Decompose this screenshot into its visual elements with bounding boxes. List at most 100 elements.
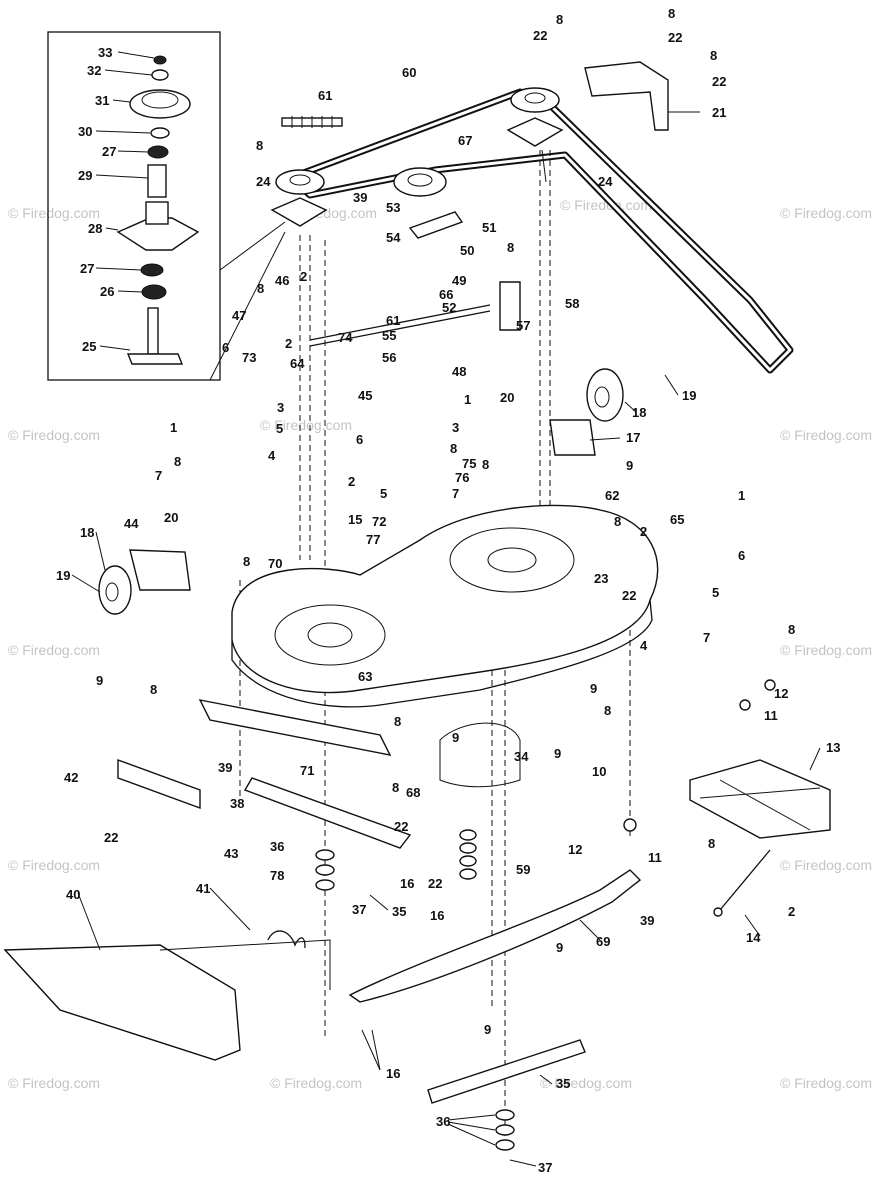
callout-label: 11	[648, 850, 662, 865]
blade-right	[427, 1039, 586, 1104]
washer	[151, 69, 169, 81]
callout-label: 22	[668, 30, 682, 45]
callout-label: 2	[300, 269, 307, 284]
callout-label: 74	[338, 330, 353, 345]
watermark: © Firedog.com	[260, 417, 352, 433]
lower-components	[3, 368, 831, 1104]
callout-label: 22	[622, 588, 636, 603]
watermark: © Firedog.com	[8, 427, 100, 443]
hardware	[315, 679, 776, 1151]
blade-left	[243, 777, 412, 849]
callout-label: 39	[218, 760, 232, 775]
callout-label: 62	[605, 488, 619, 503]
watermark: © Firedog.com	[8, 1075, 100, 1091]
callout-label: 38	[230, 796, 244, 811]
callout-label: 14	[746, 930, 761, 945]
callout-label: 39	[353, 190, 367, 205]
callout-label: 9	[96, 673, 103, 688]
deflector-bracket	[117, 758, 201, 810]
callout-label: 2	[640, 524, 647, 539]
callout-label: 7	[155, 468, 162, 483]
callout-label: 8	[614, 514, 621, 529]
callout-label: 70	[268, 556, 282, 571]
callout-label: 5	[380, 486, 387, 501]
front-baffle	[198, 699, 392, 756]
callout-label: 67	[458, 133, 472, 148]
baffle-ring	[439, 722, 521, 788]
callout-label: 48	[452, 364, 466, 379]
callout-label: 20	[164, 510, 178, 525]
callout-label: 76	[455, 470, 469, 485]
callout-label: 2	[285, 336, 292, 351]
callout-label: 6	[222, 340, 229, 355]
gauge-wheel-bracket	[129, 549, 191, 591]
callout-label: 36	[270, 839, 284, 854]
callout-label: 51	[482, 220, 496, 235]
bearing	[141, 284, 167, 300]
callout-label: 18	[632, 405, 646, 420]
callout-label: 8	[507, 240, 514, 255]
callout-label: 11	[764, 708, 778, 723]
callout-label: 77	[366, 532, 380, 547]
watermark: © Firedog.com	[780, 427, 872, 443]
inset-frame	[47, 31, 221, 381]
mower-deck	[231, 504, 659, 708]
idler-pulley	[393, 167, 447, 197]
callout-label: 64	[290, 356, 305, 371]
callout-label: 3	[452, 420, 459, 435]
callout-label: 4	[268, 448, 276, 463]
callout-label: 35	[392, 904, 406, 919]
callout-label: 53	[386, 200, 400, 215]
callout-label: 18	[80, 525, 94, 540]
callout-label: 30	[78, 124, 92, 139]
watermark: © Firedog.com	[540, 1075, 632, 1091]
belt-guard	[584, 61, 669, 131]
callout-label: 57	[516, 318, 530, 333]
callout-label: 2	[348, 474, 355, 489]
callout-label: 28	[88, 221, 102, 236]
callout-label: 61	[318, 88, 332, 103]
callout-label: 24	[598, 174, 613, 189]
callout-label: 1	[464, 392, 471, 407]
callout-label: 16	[430, 908, 444, 923]
callout-label: 27	[80, 261, 94, 276]
callout-label: 69	[596, 934, 610, 949]
callout-label: 8	[450, 441, 457, 456]
callout-label: 23	[594, 571, 608, 586]
watermark: © Firedog.com	[780, 857, 872, 873]
deck-shell	[231, 504, 659, 694]
callout-label: 15	[348, 512, 362, 527]
callout-label: 8	[788, 622, 795, 637]
callout-label: 19	[682, 388, 696, 403]
callout-label: 8	[256, 138, 263, 153]
bracket	[408, 211, 464, 239]
callout-label: 22	[428, 876, 442, 891]
callout-label: 73	[242, 350, 256, 365]
callout-label: 29	[78, 168, 92, 183]
callout-label: 8	[482, 457, 489, 472]
spacer	[147, 164, 167, 198]
callout-label: 4	[640, 638, 648, 653]
callout-label: 42	[64, 770, 78, 785]
chute-spring	[267, 930, 306, 949]
gauge-wheel-right	[586, 368, 624, 422]
watermark: © Firedog.com	[8, 642, 100, 658]
top-pulleys	[270, 61, 669, 347]
callout-label: 46	[275, 273, 289, 288]
watermark: © Firedog.com	[270, 1075, 362, 1091]
watermark: © Firedog.com	[8, 857, 100, 873]
callout-label: 60	[402, 65, 416, 80]
callout-labels: 33 32 31 30 27 29 28 27 26 25 61 8 24 60…	[56, 6, 840, 1175]
callout-label: 1	[170, 420, 177, 435]
bearing	[147, 145, 169, 159]
callout-label: 22	[104, 830, 118, 845]
callout-label: 65	[670, 512, 684, 527]
pulley-right	[510, 87, 560, 113]
callout-label: 58	[565, 296, 579, 311]
callout-label: 25	[82, 339, 96, 354]
callout-label: 8	[243, 554, 250, 569]
callout-label: 78	[270, 868, 284, 883]
rod	[309, 304, 491, 341]
callout-label: 49	[452, 273, 466, 288]
